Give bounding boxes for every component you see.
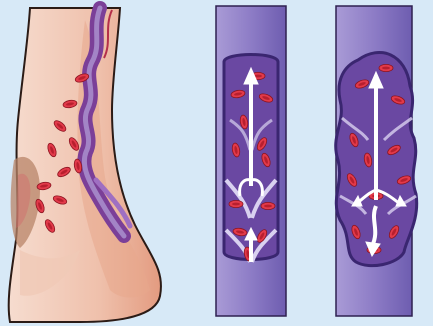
healthy-vein-valves-icon xyxy=(216,6,286,316)
leg-with-varicose-vein-icon xyxy=(9,8,161,322)
damaged-vein-valves-icon xyxy=(336,6,417,316)
